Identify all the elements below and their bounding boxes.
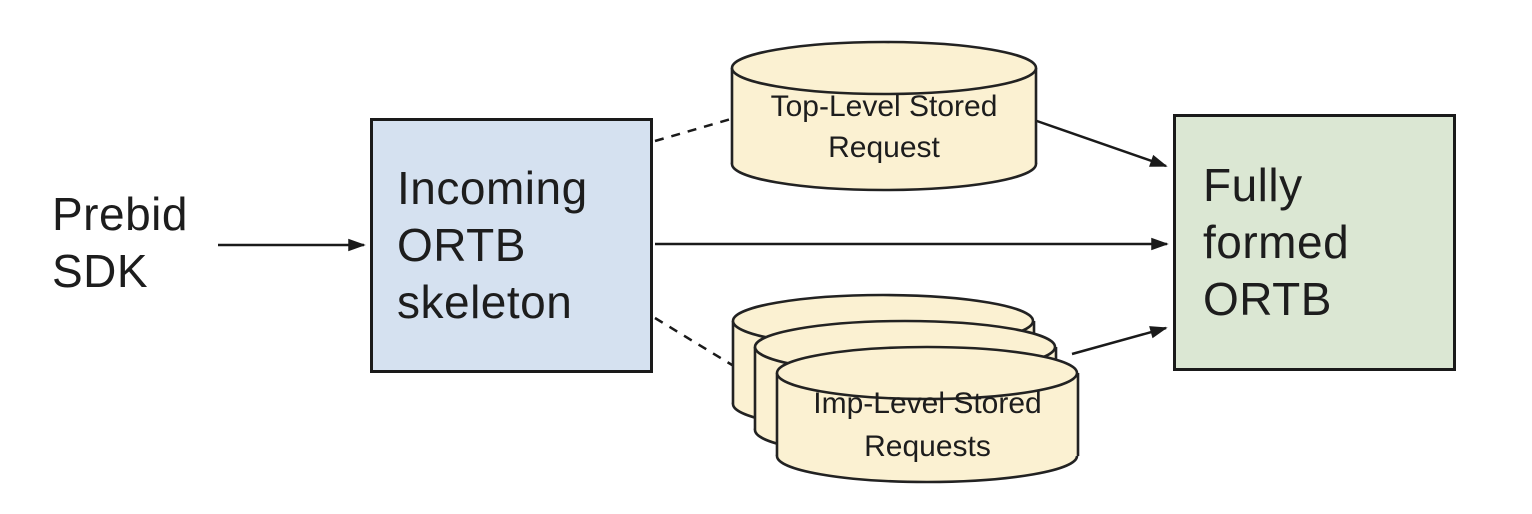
edge-incoming-to-imp-level-dashed bbox=[654, 316, 738, 370]
incoming-ortb-skeleton-node: Incoming ORTB skeleton bbox=[370, 118, 653, 373]
cylinder-top bbox=[775, 345, 1079, 401]
top-level-stored-request-cylinder bbox=[730, 40, 1038, 192]
prebid-sdk-label: Prebid SDK bbox=[52, 188, 188, 297]
edge-top-level-to-fully-formed bbox=[1033, 118, 1168, 168]
top-level-stored-request-label: Top-Level Stored Request bbox=[770, 90, 998, 164]
cylinder-top bbox=[730, 40, 1038, 96]
edge-incoming-to-top-level-dashed bbox=[654, 117, 732, 143]
fully-formed-ortb-label: Fully formed ORTB bbox=[1203, 159, 1350, 325]
imp-level-stored-requests-label: Imp-Level Stored Requests bbox=[813, 387, 1042, 463]
edge-imp-level-to-fully-formed bbox=[1071, 326, 1168, 356]
fully-formed-ortb-node: Fully formed ORTB bbox=[1173, 114, 1456, 371]
incoming-ortb-skeleton-label: Incoming ORTB skeleton bbox=[397, 162, 588, 328]
imp-level-stored-requests-cylinder-front bbox=[775, 345, 1080, 484]
